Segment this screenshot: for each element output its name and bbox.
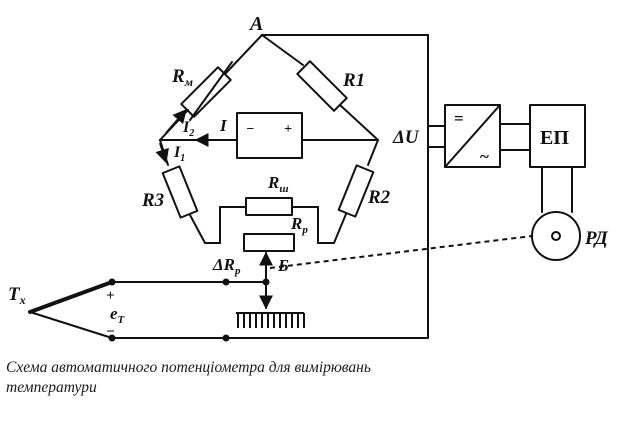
label-minus: − bbox=[106, 324, 115, 340]
mechanical-link bbox=[269, 235, 533, 269]
wire-r1-right bbox=[339, 104, 379, 141]
label-rm: Rм bbox=[171, 66, 193, 89]
wire-a-r1 bbox=[261, 34, 304, 66]
label-rd: РД bbox=[584, 228, 609, 249]
label-i1: I1 bbox=[173, 144, 185, 164]
tc-minus-wire bbox=[29, 311, 113, 339]
wire-right-r2 bbox=[367, 139, 379, 166]
amplifier-diagonal bbox=[444, 104, 501, 168]
label-r3: R3 bbox=[141, 190, 164, 211]
dot-rail-bottom-1 bbox=[108, 334, 116, 342]
figure-caption: Схема автоматичного потенціометра для ви… bbox=[6, 358, 606, 398]
resistor-rp bbox=[243, 233, 295, 252]
label-ep: ЕП bbox=[540, 127, 569, 149]
label-node-a: A bbox=[248, 13, 263, 35]
rd-motor-shaft bbox=[551, 231, 561, 241]
caption-line-1: Схема автоматичного потенціометра для ви… bbox=[6, 359, 371, 376]
resistor-r3 bbox=[161, 165, 199, 219]
label-supply-plus: + bbox=[284, 122, 292, 137]
arrow-i2 bbox=[165, 108, 187, 134]
label-plus: + bbox=[106, 288, 115, 304]
caption-line-2: температури bbox=[6, 379, 97, 396]
supply-box bbox=[236, 112, 303, 159]
arrow-i1 bbox=[155, 142, 169, 164]
resistor-r1 bbox=[296, 60, 348, 112]
wire-r2-bottom bbox=[333, 213, 347, 244]
label-node-b: Б bbox=[277, 256, 289, 275]
label-r2: R2 bbox=[367, 187, 391, 208]
dot-rail-top-1 bbox=[108, 278, 116, 286]
label-delta-r: ΔRp bbox=[212, 255, 241, 277]
label-r1: R1 bbox=[342, 70, 365, 91]
rm-adjust-slash bbox=[189, 61, 233, 121]
resistor-rsh bbox=[245, 197, 293, 216]
label-supply-minus: − bbox=[246, 122, 254, 137]
resistor-r2 bbox=[337, 164, 375, 218]
scale-ticks bbox=[237, 313, 305, 328]
label-tx: Tx bbox=[8, 284, 26, 307]
label-amp-bottom: ~ bbox=[480, 147, 489, 166]
label-rp: Rp bbox=[290, 214, 308, 236]
tc-plus-wire bbox=[28, 280, 114, 314]
dot-rail-top-2 bbox=[222, 278, 230, 286]
wire-a-rm bbox=[224, 34, 263, 75]
dot-rail-bottom-2 bbox=[222, 334, 230, 342]
amplifier-block bbox=[444, 104, 501, 168]
label-rsh: Rш bbox=[267, 173, 289, 195]
label-et: eT bbox=[110, 304, 126, 326]
dot-rail-top-3 bbox=[262, 278, 270, 286]
label-delta-u: ΔU bbox=[392, 127, 420, 148]
label-i: I bbox=[219, 116, 228, 135]
label-amp-top: = bbox=[454, 109, 464, 128]
wire-r3-bottom bbox=[189, 214, 206, 244]
rd-motor bbox=[531, 211, 581, 261]
label-i2: I2 bbox=[182, 119, 194, 139]
ep-block bbox=[529, 104, 586, 168]
